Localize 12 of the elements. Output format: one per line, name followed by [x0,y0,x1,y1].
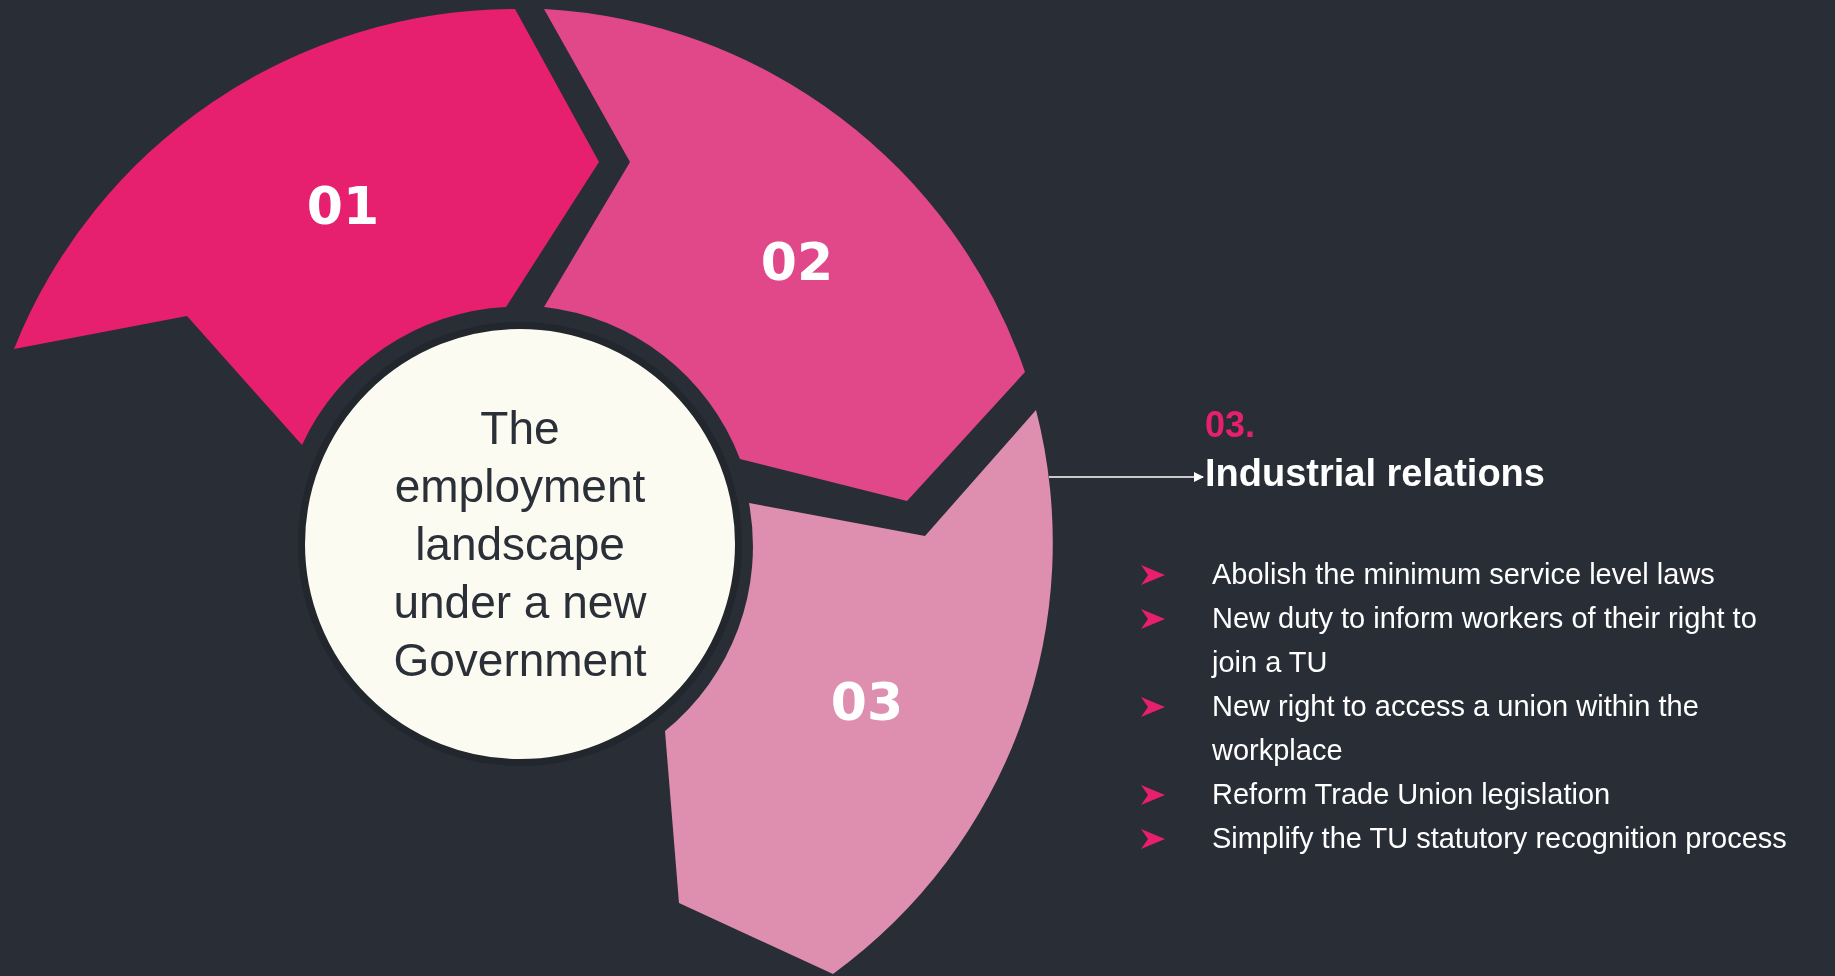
step-number: 01 [306,176,380,236]
section-heading: Industrial relations [1205,451,1545,496]
list-item: Simplify the TU statutory recognition process [1212,821,1788,856]
step-number: 03 [830,672,904,732]
list-item: Abolish the minimum service level laws [1212,557,1716,592]
list-item: Reform Trade Union legislation [1212,777,1612,812]
center-title: The employment landscape under a new Government [392,401,648,688]
list-item: New right to access a union within the workplace [1212,689,1700,768]
step-number: 02 [760,232,834,292]
arrow [1048,472,1204,482]
list-item: New duty to inform workers of their right to join a TU [1212,601,1758,680]
section-number: 03. [1205,403,1257,447]
